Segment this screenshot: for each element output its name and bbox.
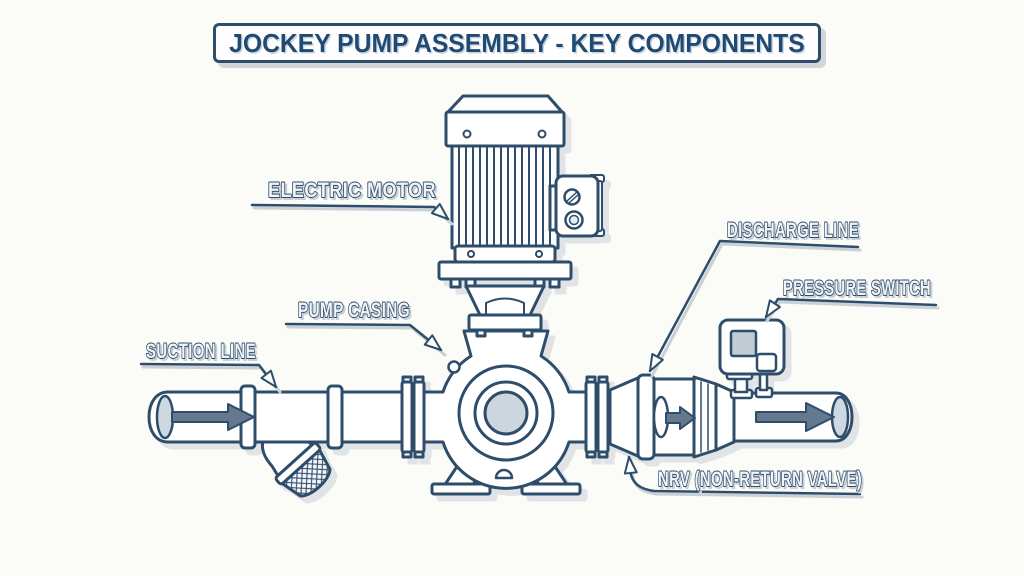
motor-mounting [437,244,573,338]
suction-line-leader [139,362,278,389]
label-pump-casing: PUMP CASING [298,299,410,322]
motor-top-cap [444,94,566,148]
suction-flow-arrow-icon [171,403,255,431]
title-banner: JOCKEY PUMP ASSEMBLY - KEY COMPONENTS [213,23,821,63]
suction-pipe [147,384,426,450]
motor-cooling-fins [458,145,551,247]
casing-lug [447,360,461,374]
nrv-flow-arrow-icon [665,406,696,430]
pressure-switch-leader [764,297,938,319]
pump-casing-drawing [422,329,596,490]
label-suction-line: SUCTION LINE [146,340,256,363]
discharge-line-leader [648,239,860,373]
electric-motor-drawing [437,94,605,338]
leader-lines [139,203,940,499]
nrv-valve-drawing [608,373,736,461]
electric-motor-leader [250,203,450,221]
casing-drain-tab [494,468,514,480]
pump-inlet-flange [400,375,426,459]
pressure-switch-drawing [718,318,786,400]
nrv-leader [623,455,862,496]
label-pressure-switch: PRESSURE SWITCH [783,277,931,300]
pump-casing-leader [284,322,443,352]
discharge-pipe [728,391,854,443]
page-title: JOCKEY PUMP ASSEMBLY - KEY COMPONENTS [229,27,805,58]
label-electric-motor: ELECTRIC MOTOR [268,179,436,202]
pump-outlet-flange [584,375,610,459]
pipe-flange-ring [326,384,344,450]
motor-pedestal [464,284,546,317]
label-nrv: NRV (NON-RETURN VALVE) [658,468,862,491]
label-discharge-line: DISCHARGE LINE [727,219,859,242]
motor-junction-box [548,174,605,238]
discharge-flow-arrow-icon [755,402,835,432]
component-labels: ELECTRIC MOTOR PUMP CASING SUCTION LINE … [145,178,931,492]
